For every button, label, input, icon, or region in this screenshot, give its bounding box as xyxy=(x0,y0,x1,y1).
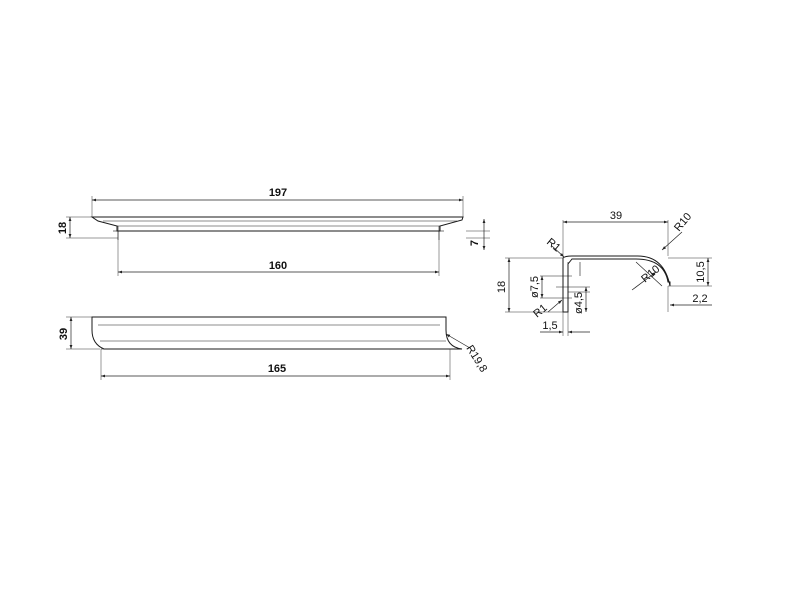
dim-tip-thickness: 2,2 xyxy=(692,293,707,305)
dim-profile-depth: 39 xyxy=(610,210,622,222)
profile-view: 39 18 ø7,5 ø4,5 1,5 R1 R1 R10 R10 10,5 2… xyxy=(496,210,712,336)
leader-line xyxy=(661,231,683,251)
dim-height: 18 xyxy=(57,222,69,234)
dim-end-offset: 7 xyxy=(469,240,481,246)
profile-inner-line xyxy=(635,261,663,287)
dim-corner-radius-top: R1 xyxy=(544,236,562,254)
leader-line xyxy=(551,245,565,258)
front-view-outline xyxy=(91,316,463,350)
dim-profile-height: 18 xyxy=(496,281,508,293)
dim-hole-large: ø7,5 xyxy=(529,276,541,298)
top-view-outline xyxy=(90,216,464,232)
dim-overall-length: 197 xyxy=(269,187,287,199)
dim-corner-radius-bottom: R1 xyxy=(531,302,549,320)
dim-hole-spacing: 160 xyxy=(269,260,287,272)
leader-line xyxy=(547,299,563,313)
dim-front-height: 39 xyxy=(58,328,70,340)
leader-line xyxy=(631,271,657,291)
dim-hole-small: ø4,5 xyxy=(573,292,585,314)
dim-base-length: 165 xyxy=(268,363,286,375)
dim-tip-height: 10,5 xyxy=(695,261,707,282)
top-view: 197 160 18 7 xyxy=(57,187,490,276)
dim-wall-thickness: 1,5 xyxy=(542,320,557,332)
front-view: 39 165 R19,8 xyxy=(58,316,489,380)
leader-line xyxy=(445,333,471,349)
profile-outline xyxy=(562,255,671,313)
dim-tip-radius: R10 xyxy=(672,211,694,234)
dim-end-radius: R19,8 xyxy=(463,343,489,374)
